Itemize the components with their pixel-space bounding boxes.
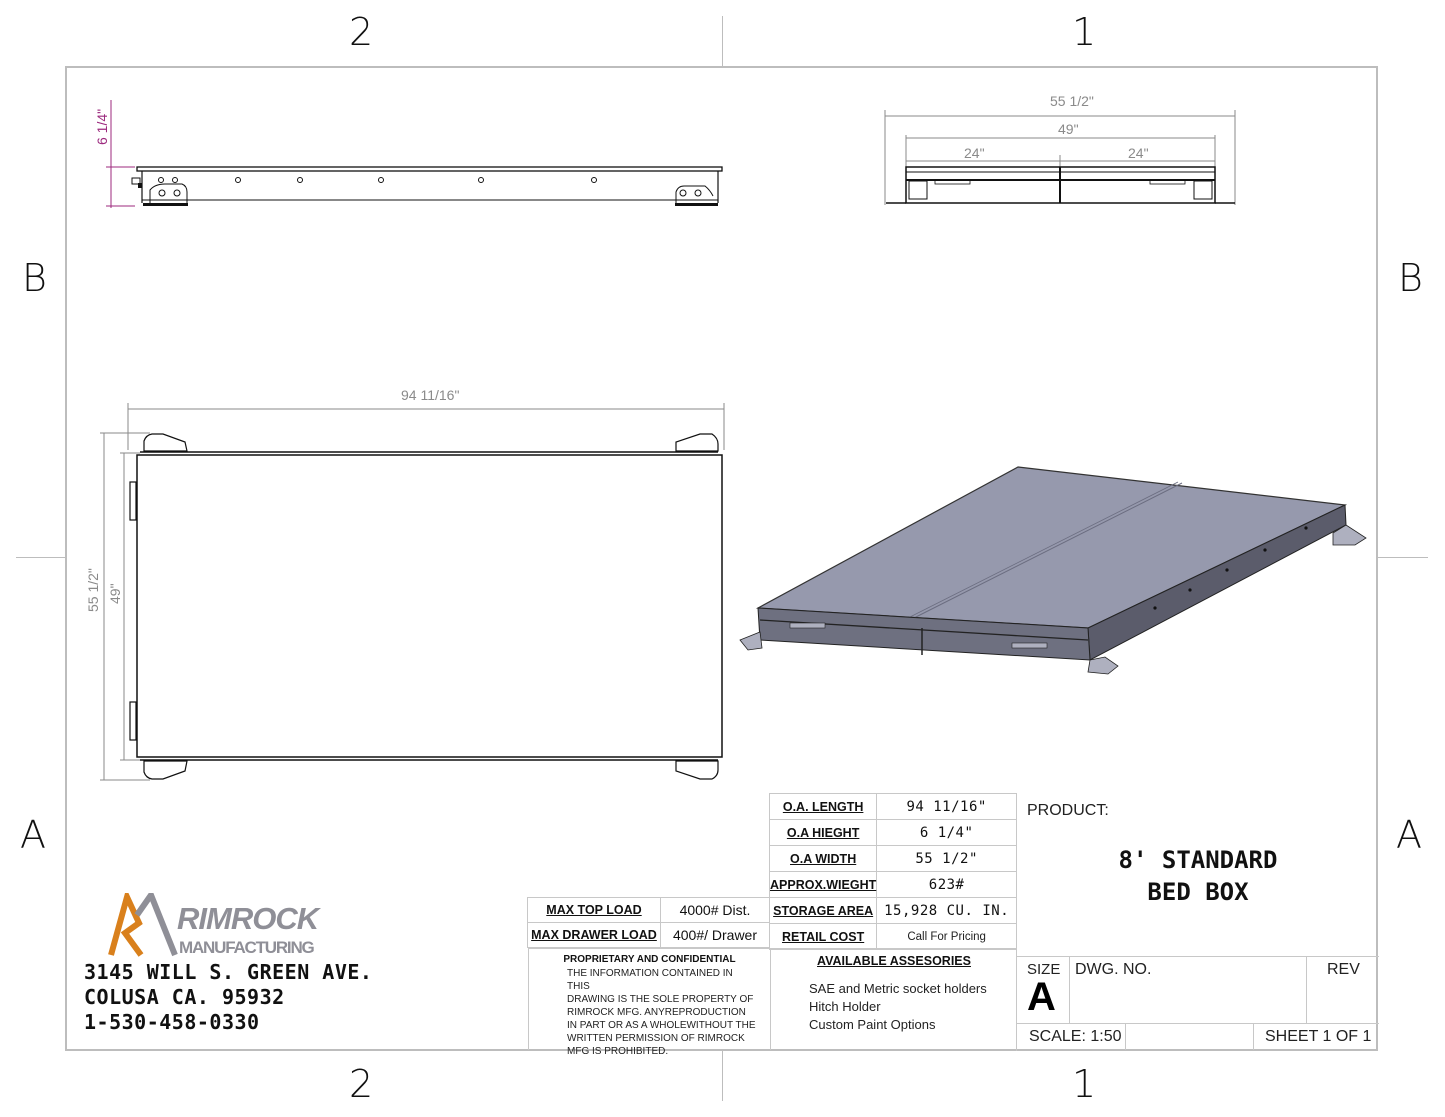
- load-label: MAX TOP LOAD: [527, 897, 661, 923]
- zone-divider-bottom: [722, 1051, 723, 1101]
- company-logo: RIMROCK MANUFACTURING: [103, 888, 328, 957]
- logo-mountain-gray-icon: [134, 888, 178, 957]
- end-inner-width-dim: 49": [1058, 121, 1079, 137]
- top-inner-width-dim: 49": [107, 583, 123, 604]
- zone-column-2-bottom: 2: [349, 1062, 374, 1106]
- load-row: MAX TOP LOAD 4000# Dist.: [527, 897, 770, 923]
- spec-value: Call For Pricing: [876, 923, 1017, 950]
- zone-divider-top: [722, 16, 723, 66]
- address-line2: COLUSA CA. 95932: [84, 985, 285, 1009]
- divider: [1306, 957, 1307, 1023]
- zone-column-1-bottom: 1: [1072, 1062, 1097, 1106]
- phone-number: 1-530-458-0330: [84, 1010, 260, 1034]
- spec-row: STORAGE AREA 15,928 CU. IN.: [768, 897, 1017, 924]
- load-value: 4000# Dist.: [660, 897, 770, 923]
- product-name: 8' STANDARD BED BOX: [1118, 846, 1278, 906]
- logo-text-manufacturing: MANUFACTURING: [179, 938, 315, 957]
- size-label: SIZE: [1027, 961, 1061, 978]
- spec-row: O.A. LENGTH 94 11/16": [768, 793, 1017, 820]
- end-overall-width-dim: 55 1/2": [1050, 93, 1094, 109]
- spec-label: APPROX.WIEGHT: [768, 871, 878, 898]
- drawing-info-row: SIZE A DWG. NO. REV: [1017, 956, 1379, 1023]
- zone-row-b-right: B: [1398, 256, 1423, 300]
- confidential-body: THE INFORMATION CONTAINED IN THIS DRAWIN…: [567, 968, 756, 1057]
- side-view: 6 1/4": [94, 100, 723, 208]
- load-row: MAX DRAWER LOAD 400#/ Drawer: [527, 922, 770, 948]
- zone-column-1-top: 1: [1072, 10, 1097, 54]
- spec-row: O.A HIEGHT 6 1/4": [768, 819, 1017, 846]
- end-drawer-right-dim: 24": [1128, 145, 1149, 161]
- spec-label: STORAGE AREA: [768, 897, 878, 924]
- top-length-dim: 94 11/16": [401, 387, 459, 403]
- divider: [1069, 957, 1070, 1023]
- zone-divider-left: [16, 557, 66, 558]
- load-label: MAX DRAWER LOAD: [527, 922, 661, 948]
- logo-text-rimrock: RIMROCK: [177, 901, 322, 936]
- company-address: 3145 WILL S. GREEN AVE. COLUSA CA. 95932…: [84, 960, 372, 1035]
- confidential-heading: PROPRIETARY AND CONFIDENTIAL: [563, 954, 736, 965]
- load-value: 400#/ Drawer: [660, 922, 770, 948]
- spec-value: 623#: [876, 871, 1017, 898]
- divider: [1253, 1024, 1254, 1050]
- top-overall-width-dim: 55 1/2": [85, 568, 101, 612]
- zone-divider-right: [1378, 557, 1428, 558]
- spec-row: APPROX.WIEGHT 623#: [768, 871, 1017, 898]
- top-view: 94 11/16" 55 1/2" 49": [85, 387, 725, 781]
- accessory-item: SAE and Metric socket holders: [809, 981, 987, 996]
- loads-table: MAX TOP LOAD 4000# Dist. MAX DRAWER LOAD…: [527, 897, 770, 948]
- spec-label: RETAIL COST: [768, 923, 878, 950]
- isometric-view: [739, 466, 1367, 675]
- accessories-list: SAE and Metric socket holders Hitch Hold…: [809, 980, 1017, 1034]
- rev-label: REV: [1327, 961, 1360, 978]
- spec-row: RETAIL COST Call For Pricing: [768, 923, 1017, 950]
- scale-text: SCALE: 1:50: [1029, 1028, 1122, 1045]
- accessories-heading: AVAILABLE ASSESORIES: [817, 954, 971, 968]
- spec-value: 55 1/2": [876, 845, 1017, 872]
- end-view: 55 1/2" 49" 24" 24": [884, 93, 1236, 205]
- spec-label: O.A WIDTH: [768, 845, 878, 872]
- spec-value: 94 11/16": [876, 793, 1017, 820]
- divider: [1125, 1024, 1126, 1050]
- logo-mountain-orange-icon: [108, 888, 144, 957]
- spec-value: 15,928 CU. IN.: [876, 897, 1017, 924]
- drawing-border: [65, 66, 1378, 1051]
- confidential-notice: PROPRIETARY AND CONFIDENTIAL THE INFORMA…: [528, 948, 770, 1057]
- spec-label: O.A HIEGHT: [768, 819, 878, 846]
- scale-sheet-row: SCALE: 1:50 SHEET 1 OF 1: [1017, 1023, 1379, 1051]
- zone-row-a-left: A: [20, 813, 46, 857]
- size-value: A: [1027, 975, 1056, 1019]
- spec-value: 6 1/4": [876, 819, 1017, 846]
- zone-column-2-top: 2: [349, 10, 374, 54]
- side-height-dim: 6 1/4": [94, 109, 110, 145]
- title-block: PRODUCT: 8' STANDARD BED BOX SIZE A DWG.…: [1016, 794, 1379, 1051]
- accessory-item: Custom Paint Options: [809, 1017, 936, 1032]
- accessory-item: Hitch Holder: [809, 999, 881, 1014]
- sheet-text: SHEET 1 OF 1: [1265, 1028, 1372, 1045]
- end-drawer-left-dim: 24": [964, 145, 985, 161]
- accessories-box: AVAILABLE ASSESORIES SAE and Metric sock…: [770, 948, 1017, 1050]
- zone-row-b-left: B: [22, 256, 47, 300]
- dwg-no-label: DWG. NO.: [1075, 961, 1152, 978]
- address-line1: 3145 WILL S. GREEN AVE.: [84, 960, 373, 984]
- spec-row: O.A WIDTH 55 1/2": [768, 845, 1017, 872]
- product-label: PRODUCT:: [1027, 802, 1109, 819]
- zone-row-a-right: A: [1396, 813, 1422, 857]
- specs-table: O.A. LENGTH 94 11/16" O.A HIEGHT 6 1/4" …: [768, 793, 1017, 950]
- spec-label: O.A. LENGTH: [768, 793, 878, 820]
